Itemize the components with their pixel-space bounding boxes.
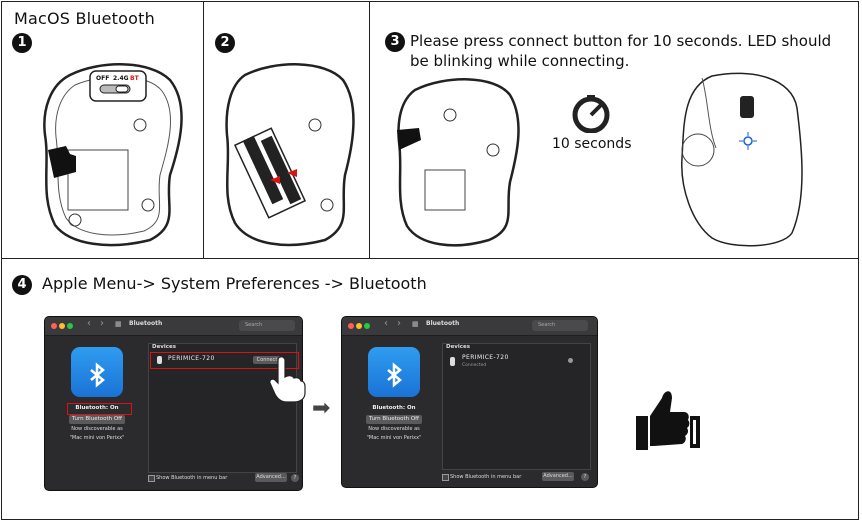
- bluetooth-status: Bluetooth: On: [372, 405, 416, 411]
- discoverable-label: Now discoverable as: [368, 426, 420, 432]
- help-button[interactable]: ?: [291, 474, 299, 482]
- show-in-menu-bar-checkbox[interactable]: [442, 474, 449, 481]
- step-number-4: 4: [12, 275, 32, 295]
- show-in-menu-bar-label: Show Bluetooth in menu bar: [450, 474, 522, 480]
- page-title: MacOS Bluetooth: [14, 9, 155, 28]
- window-title: Bluetooth: [129, 320, 163, 327]
- search-input[interactable]: Search: [532, 320, 588, 331]
- step-number-2: 2: [215, 33, 235, 53]
- turn-bluetooth-off-button[interactable]: Turn Bluetooth Off: [69, 415, 125, 424]
- step-4-instruction: Apple Menu-> System Preferences -> Bluet…: [42, 274, 427, 293]
- minimize-button[interactable]: [59, 323, 65, 329]
- step-number-3: 3: [385, 32, 405, 52]
- device-highlight: [150, 352, 299, 369]
- devices-header: Devices: [152, 344, 177, 350]
- advanced-button[interactable]: Advanced...: [255, 473, 287, 482]
- back-icon[interactable]: ‹: [384, 318, 388, 329]
- remove-device-icon[interactable]: [568, 358, 573, 363]
- mouse-icon: [157, 356, 162, 364]
- bluetooth-window-after: ‹ › ▦ Bluetooth Search Bluetooth: On Tur…: [342, 317, 597, 487]
- show-in-menu-bar-label: Show Bluetooth in menu bar: [156, 475, 228, 481]
- turn-bluetooth-off-button[interactable]: Turn Bluetooth Off: [366, 415, 422, 424]
- minimize-button[interactable]: [356, 323, 362, 329]
- devices-panel: [442, 343, 591, 470]
- forward-icon[interactable]: ›: [100, 318, 104, 329]
- timer-label: 10 seconds: [552, 136, 632, 152]
- step-number-1: 1: [12, 33, 32, 53]
- status-highlight: [67, 403, 132, 415]
- device-name: PERIMICE-720: [168, 355, 215, 362]
- bluetooth-status: Bluetooth: On: [75, 405, 119, 411]
- grid-icon[interactable]: ▦: [115, 320, 122, 328]
- thumbs-up-icon: [636, 391, 700, 450]
- timer-icon: [572, 95, 610, 133]
- divider: [1, 258, 859, 259]
- mouse-icon: [450, 357, 455, 366]
- discoverable-name: "Mac mini von Perixx": [366, 435, 422, 441]
- connect-button-illustration: [397, 78, 520, 247]
- devices-panel: [148, 343, 297, 473]
- title-bar: ‹ › ▦ Bluetooth Search: [342, 317, 597, 336]
- arrow-right-icon: ➡: [312, 396, 331, 421]
- switch-label-off: OFF: [96, 75, 110, 82]
- zoom-button[interactable]: [67, 323, 73, 329]
- device-status: Connected: [462, 363, 487, 368]
- switch-label-2-4g: 2.4G: [113, 75, 129, 82]
- window-title: Bluetooth: [426, 320, 460, 327]
- title-bar: ‹ › ▦ Bluetooth Search: [45, 317, 302, 336]
- hand-pointer-icon: [269, 356, 306, 403]
- grid-icon[interactable]: ▦: [412, 320, 419, 328]
- switch-label-bt: BT: [130, 75, 139, 82]
- search-input[interactable]: Search: [239, 320, 295, 331]
- step-3-instruction: Please press connect button for 10 secon…: [410, 32, 832, 70]
- close-button[interactable]: [51, 323, 57, 329]
- connect-button[interactable]: Connect: [253, 356, 281, 364]
- divider: [369, 1, 370, 259]
- device-name: PERIMICE-720: [462, 354, 509, 361]
- bluetooth-icon: [71, 347, 123, 397]
- zoom-button[interactable]: [364, 323, 370, 329]
- advanced-button[interactable]: Advanced...: [542, 472, 574, 481]
- forward-icon[interactable]: ›: [397, 318, 401, 329]
- back-icon[interactable]: ‹: [87, 318, 91, 329]
- show-in-menu-bar-checkbox[interactable]: [148, 475, 155, 482]
- divider: [203, 1, 204, 259]
- devices-header: Devices: [446, 344, 471, 350]
- close-button[interactable]: [348, 323, 354, 329]
- discoverable-label: Now discoverable as: [71, 426, 123, 432]
- mouse-bottom-illustration: [43, 63, 183, 247]
- discoverable-name: "Mac mini von Perixx": [69, 435, 125, 441]
- bluetooth-icon: [368, 347, 420, 397]
- mouse-top-illustration: [681, 72, 803, 247]
- help-button[interactable]: ?: [581, 473, 589, 481]
- battery-compartment-illustration: [225, 63, 355, 247]
